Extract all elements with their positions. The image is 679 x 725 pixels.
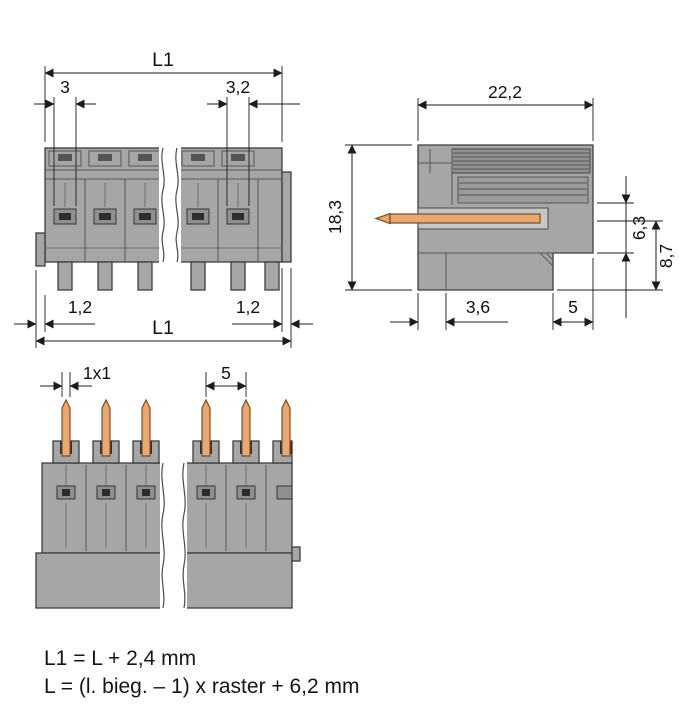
left-tab bbox=[35, 232, 46, 267]
side-view: 22,2 18,3 6,3 8,7 3,6 5 bbox=[325, 82, 676, 330]
front-view: L1 3 3,2 1,2 1,2 L1 bbox=[14, 49, 313, 348]
pole-contacts bbox=[56, 485, 293, 500]
dim-label-5-pitch: 5 bbox=[221, 363, 231, 383]
dim-label-3: 3 bbox=[60, 77, 70, 97]
side-connector-body bbox=[374, 144, 594, 291]
dim-label-1-2-right: 1,2 bbox=[236, 297, 260, 317]
break-line bbox=[175, 147, 179, 263]
dim-label-l1-bottom: L1 bbox=[152, 317, 174, 339]
side-dimensions: 22,2 18,3 6,3 8,7 3,6 5 bbox=[325, 82, 676, 330]
dim-label-5-side: 5 bbox=[568, 297, 578, 317]
dim-label-8-7: 8,7 bbox=[656, 244, 676, 268]
dim-label-1-2-left: 1,2 bbox=[68, 297, 92, 317]
break-line bbox=[161, 462, 165, 609]
pin-dimensions: 1x1 5 bbox=[40, 363, 247, 397]
front-dimensions: L1 3 3,2 1,2 1,2 L1 bbox=[14, 49, 313, 348]
formula-l1: L1 = L + 2,4 mm bbox=[44, 647, 196, 670]
dim-label-22-2: 22,2 bbox=[488, 82, 522, 102]
dim-label-6-3: 6,3 bbox=[629, 216, 649, 240]
front-connector-body bbox=[35, 145, 292, 291]
pin-connector-body bbox=[35, 398, 301, 612]
latch-rails bbox=[48, 150, 255, 167]
solder-pin-side bbox=[374, 212, 541, 225]
break-line bbox=[161, 147, 165, 263]
right-tab bbox=[281, 171, 292, 263]
dim-label-18-3: 18,3 bbox=[325, 200, 345, 234]
solder-pins bbox=[61, 398, 291, 457]
contact-openings bbox=[53, 208, 250, 225]
dim-label-1x1: 1x1 bbox=[83, 363, 111, 383]
pin-view: 1x1 5 bbox=[35, 363, 301, 612]
dim-label-3-2: 3,2 bbox=[226, 77, 250, 97]
side-latch-tab bbox=[291, 546, 301, 562]
formula-l: L = (l. bieg. – 1) x raster + 6,2 mm bbox=[44, 675, 360, 698]
break-line bbox=[182, 462, 186, 609]
dim-label-l1-top: L1 bbox=[152, 49, 174, 71]
dim-label-3-6: 3,6 bbox=[466, 297, 490, 317]
formula-block: L1 = L + 2,4 mm L = (l. bieg. – 1) x ras… bbox=[44, 647, 360, 698]
